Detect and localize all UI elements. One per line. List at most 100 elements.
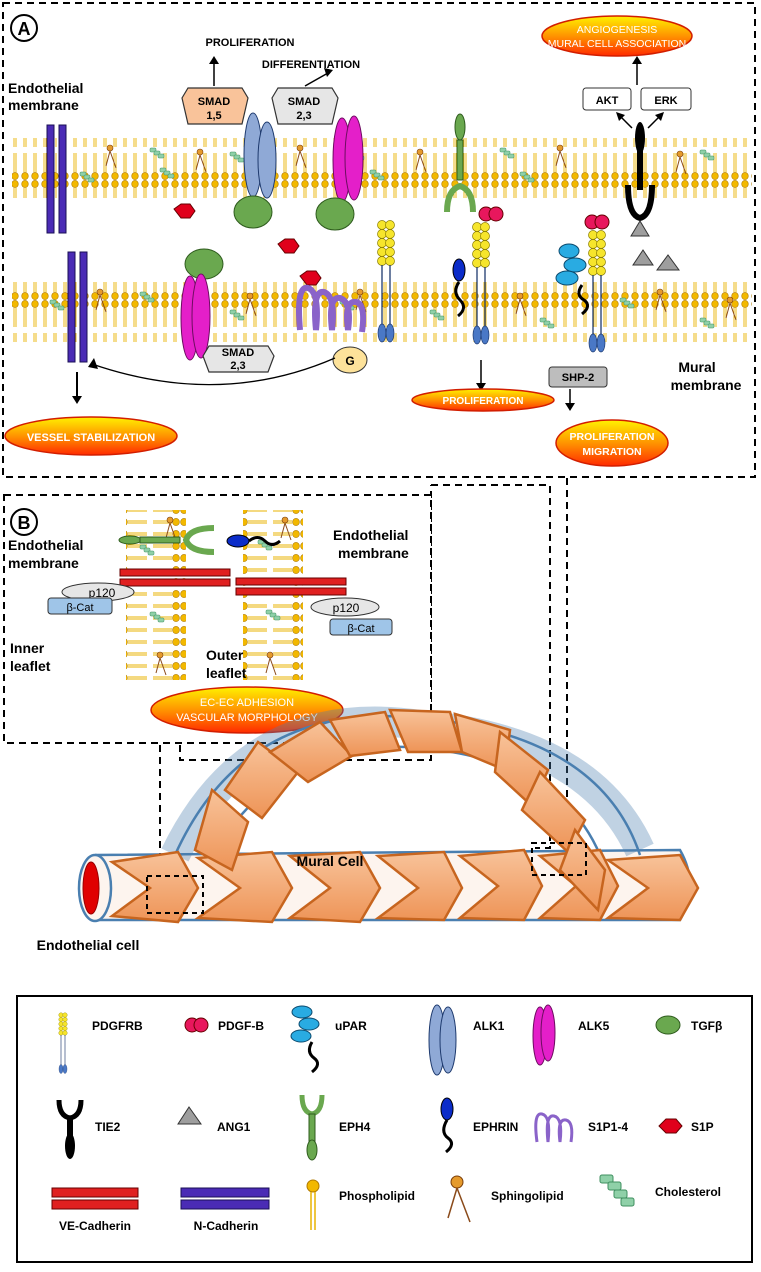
smad-2-3-bottom-box: SMAD 2,3	[202, 345, 275, 373]
legend-label-s1p1-4: S1P1-4	[588, 1120, 628, 1134]
n-cadherin-complex	[46, 124, 88, 404]
vessel-stabilization-pill: VESSEL STABILIZATION	[4, 416, 178, 456]
svg-text:MURAL CELL ASSOCIATION: MURAL CELL ASSOCIATION	[548, 38, 686, 50]
svg-text:SMAD: SMAD	[222, 347, 254, 359]
endothelial-membrane-left-label: Endothelial	[8, 537, 83, 553]
mural-membrane-label-2: membrane	[671, 377, 742, 393]
shp-2-box: SHP-2	[548, 366, 608, 388]
vessel-lumen	[82, 861, 100, 915]
panel-b-badge-letter: B	[18, 513, 31, 533]
eph4-icon	[299, 1094, 325, 1161]
inner-leaflet-label: Inner	[10, 640, 45, 656]
legend-label-eph4: EPH4	[339, 1120, 371, 1134]
legend-box	[16, 995, 753, 1263]
legend-label-ang1: ANG1	[217, 1120, 251, 1134]
p120-right	[310, 597, 380, 617]
differentiation-label: DIFFERENTIATION	[262, 59, 360, 71]
legend-label-alk5: ALK5	[578, 1019, 610, 1033]
legend-label-ephrin: EPHRIN	[473, 1120, 518, 1134]
svg-text:ANGIOGENESIS: ANGIOGENESIS	[577, 24, 658, 36]
mural-membrane-label: Mural	[678, 359, 715, 375]
vessel-illustration: Mural Cell Endothelial cell	[37, 706, 700, 953]
eph4-receptor	[444, 113, 476, 213]
alk1-icon	[428, 1004, 457, 1076]
g-protein	[332, 346, 368, 374]
svg-text:AKT: AKT	[596, 95, 619, 107]
proliferation-pill: PROLIFERATION	[411, 388, 555, 412]
legend-label-phospholipid: Phospholipid	[339, 1189, 415, 1203]
legend-label-tie2: TIE2	[95, 1120, 121, 1134]
tgfb-icon	[655, 1015, 681, 1035]
svg-text:SHP-2: SHP-2	[562, 372, 594, 384]
legend-label-pdgf-b: PDGF-B	[218, 1019, 264, 1033]
outer-leaflet-label: Outer	[206, 647, 244, 663]
ve-cadherin-bar	[235, 577, 347, 586]
svg-text:EC-EC ADHESION: EC-EC ADHESION	[200, 697, 294, 709]
ephrin-horizontal	[226, 534, 250, 548]
svg-text:ERK: ERK	[654, 95, 677, 107]
ve-cadherin-bar	[235, 587, 347, 596]
svg-text:PROLIFERATION: PROLIFERATION	[443, 396, 524, 407]
pdgfrb-bound-2	[584, 214, 610, 353]
svg-text:VESSEL STABILIZATION: VESSEL STABILIZATION	[27, 432, 155, 444]
ephrin-icon	[440, 1097, 454, 1154]
sphingolipid-icon	[447, 1175, 471, 1223]
svg-text:p120: p120	[89, 586, 116, 600]
endothelial-membrane-label: Endothelial	[8, 80, 83, 96]
mural-cell-label: Mural Cell	[297, 853, 364, 869]
endothelial-cell-label: Endothelial cell	[37, 937, 140, 953]
legend-label-upar: uPAR	[335, 1019, 367, 1033]
s1p1-4-icon	[534, 1112, 574, 1143]
s1p-icon	[658, 1118, 683, 1134]
outer-leaflet-label-2: leaflet	[206, 665, 247, 681]
smad-2-3-top-box: SMAD 2,3	[271, 87, 339, 125]
zoom-box-b	[146, 875, 204, 914]
legend-label-ve-cadherin: VE-Cadherin	[59, 1219, 131, 1233]
panel-a: A Endothelial membrane Mural membrane	[2, 2, 756, 478]
s1p-hexagon	[173, 203, 196, 219]
s1p-hexagon	[277, 238, 300, 254]
upar-receptor	[555, 243, 589, 316]
svg-text:2,3: 2,3	[230, 360, 245, 372]
proliferation-migration-pill: PROLIFERATION MIGRATION	[555, 419, 669, 467]
legend: PDGFRB PDGF-B uPAR ALK1 ALK5 TGFβ TIE2 A…	[16, 995, 753, 1263]
svg-text:β-Cat: β-Cat	[347, 623, 374, 635]
cholesterol-icon	[599, 1174, 635, 1207]
proliferation-label-top: PROLIFERATION	[205, 37, 294, 49]
mural-cells	[108, 708, 700, 924]
endothelial-membrane-right-label-2: membrane	[338, 545, 409, 561]
beta-cat-right	[329, 618, 393, 636]
legend-label-alk1: ALK1	[473, 1019, 505, 1033]
eph4-horizontal	[118, 525, 215, 555]
svg-text:VASCULAR MORPHOLOGY: VASCULAR MORPHOLOGY	[176, 712, 318, 724]
panel-b: B p120 β-Cat p120 β-Cat Endothelial memb…	[3, 494, 432, 744]
endothelial-membrane-right-label: Endothelial	[333, 527, 408, 543]
zoom-connectors	[159, 478, 584, 872]
svg-text:p120: p120	[333, 601, 360, 615]
pdgfrb-bound	[471, 206, 504, 345]
smad-1-5-box: SMAD 1,5	[181, 87, 249, 125]
ve-cadherin-icon	[51, 1187, 139, 1210]
akt-box: AKT	[582, 87, 632, 111]
svg-text:β-Cat: β-Cat	[66, 602, 93, 614]
endothelial-membrane-left-label-2: membrane	[8, 555, 79, 571]
alk5-receptor-mural	[180, 248, 224, 361]
upar-icon	[290, 1005, 320, 1074]
svg-text:PROLIFERATION: PROLIFERATION	[570, 431, 655, 443]
svg-text:MIGRATION: MIGRATION	[582, 446, 641, 458]
bilayer-left	[126, 510, 186, 680]
adhesion-pill: EC-EC ADHESION VASCULAR MORPHOLOGY	[150, 686, 344, 734]
panel-a-border	[2, 2, 756, 478]
pdgf-b-icon	[184, 1017, 209, 1033]
legend-label-s1p: S1P	[691, 1120, 714, 1134]
legend-label-tgfb: TGFβ	[691, 1019, 722, 1033]
svg-text:SMAD: SMAD	[198, 96, 230, 108]
ve-cadherin-bar	[119, 578, 231, 587]
panel-a-badge-letter: A	[18, 19, 31, 39]
svg-text:2,3: 2,3	[296, 110, 311, 122]
n-cadherin-icon	[180, 1187, 270, 1210]
legend-label-pdgfrb: PDGFRB	[92, 1019, 143, 1033]
legend-label-sphingolipid: Sphingolipid	[491, 1189, 564, 1203]
erk-box: ERK	[640, 87, 692, 111]
